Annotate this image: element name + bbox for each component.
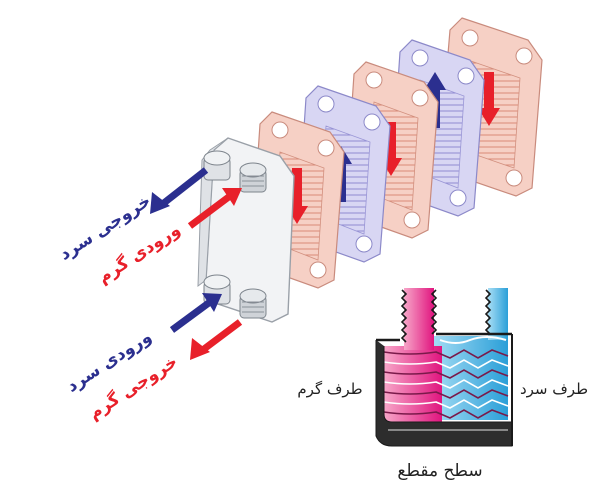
nozzle-hot-outlet [239, 288, 267, 319]
cross-section-detail [375, 288, 513, 447]
cold-outlet-arrow-icon [150, 167, 209, 214]
cold-inlet-arrow-icon [169, 293, 222, 333]
cover-plate [197, 137, 295, 323]
nozzle-cold-outlet [203, 150, 231, 181]
nozzle-hot-inlet [239, 162, 267, 193]
hot-flow-arrow-icon [478, 72, 500, 126]
label-cross-section: سطح مقطع [397, 461, 482, 481]
hot-outlet-arrow-icon [190, 319, 243, 360]
plate-stack [197, 17, 543, 323]
corrugated-plates [383, 349, 509, 419]
hot-inlet-arrow-icon [187, 188, 242, 229]
label-hot-side: طرف گرم [297, 380, 362, 398]
label-cold-side: طرف سرد [520, 380, 588, 398]
